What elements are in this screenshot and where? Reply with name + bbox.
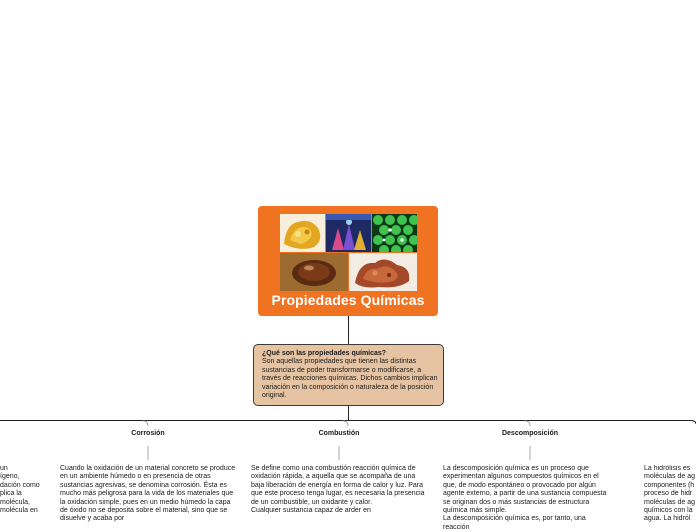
left-partial-line: ígeno,: [0, 473, 20, 481]
left-partial-line: dación como: [0, 481, 40, 489]
branch-label-decomposition[interactable]: Descomposición: [501, 430, 558, 437]
root-node[interactable]: Propiedades Químicas: [258, 206, 438, 316]
colored-flasks-image: [326, 214, 371, 252]
right-partial-line: La hidrólisis es: [644, 465, 691, 472]
right-partial-line: químicos con la: [644, 507, 693, 515]
leaf-corrosion-text: Cuando la oxidación de un material concr…: [60, 465, 236, 524]
green-molecules-image: [372, 214, 417, 252]
root-title: Propiedades Químicas: [271, 292, 425, 308]
leaf-combustion-paragraph: Se define como una combustión reacción q…: [251, 465, 425, 506]
branch-label-combustion[interactable]: Combustión: [318, 430, 360, 437]
leaf-right-partial-text: La hidrólisis es moléculas de ag compone…: [644, 465, 696, 524]
root-image-collage: [280, 214, 417, 291]
left-partial-line: plica la: [0, 490, 22, 498]
right-partial-line: proceso de hidr: [644, 490, 693, 498]
leaf-left-partial-text: un ígeno, dación como plica la molécula,…: [0, 465, 40, 515]
leaf-combustion-text: Se define como una combustión reacción q…: [251, 465, 427, 515]
left-partial-line: molécula,: [0, 498, 30, 506]
yellow-mineral-image: [280, 214, 325, 252]
leaf-decomposition-text: La descomposición química es un proceso …: [443, 465, 613, 532]
leaf-combustion-paragraph-2: Cualquier sustancia capaz de arder en: [251, 507, 371, 515]
right-partial-line: agua. La hidról: [644, 515, 691, 523]
right-partial-line: componentes (h: [644, 481, 695, 489]
left-partial-line: molécula en: [0, 507, 38, 515]
leaf-corrosion-paragraph: Cuando la oxidación de un material concr…: [60, 465, 236, 523]
copper-mineral-image: [349, 253, 417, 291]
rust-drop-image: [280, 253, 348, 291]
leaf-decomposition-paragraph-2: La descomposición química es, por tanto,…: [443, 515, 586, 531]
question-title: ¿Qué son las propiedades químicas?: [262, 350, 387, 357]
left-partial-line: un: [0, 465, 8, 472]
right-partial-line: moléculas de ag: [644, 473, 695, 481]
question-body: Son aquellas propiedades que tienen las …: [262, 358, 438, 400]
question-node[interactable]: ¿Qué son las propiedades químicas? Son a…: [253, 344, 444, 406]
branch-label-corrosion[interactable]: Corrosión: [131, 430, 165, 437]
right-partial-line: moléculas de ag: [644, 498, 695, 506]
leaf-decomposition-paragraph: La descomposición química es un proceso …: [443, 465, 607, 515]
